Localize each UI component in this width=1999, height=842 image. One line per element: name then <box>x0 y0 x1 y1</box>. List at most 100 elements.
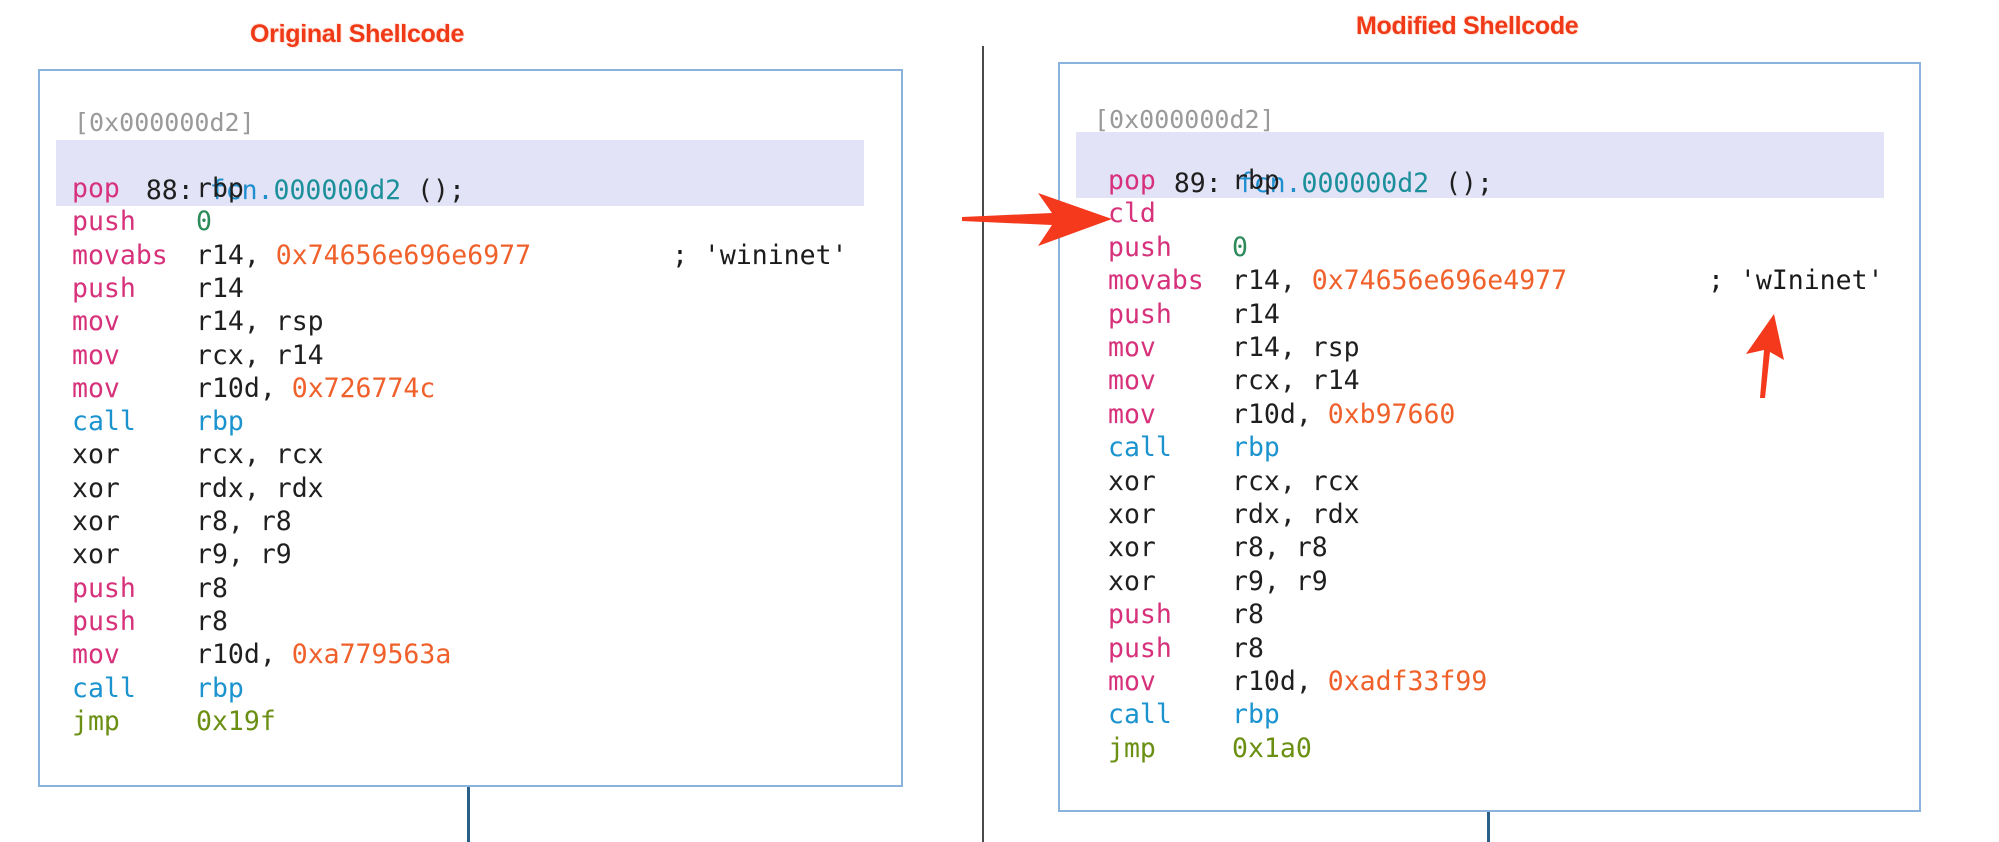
instruction-operands: r9, r9 <box>196 538 292 572</box>
instruction-operands: r8 <box>196 572 228 606</box>
instruction-mnemonic: xor <box>1108 532 1156 564</box>
operand-token: 0x1a0 <box>1232 732 1312 764</box>
instruction-mnemonic: push <box>1108 599 1172 631</box>
operand-token: rbp <box>196 406 244 438</box>
instruction-mnemonic: mov <box>1108 332 1156 363</box>
instruction-mnemonic: call <box>72 406 136 438</box>
instruction-mnemonic: call <box>1108 699 1172 731</box>
operand-token: 0xadf33f99 <box>1327 666 1488 697</box>
function-highlight <box>1076 132 1884 198</box>
arrow-shape <box>1746 314 1784 398</box>
instruction-comment: ; 'wIninet' <box>1708 265 1884 297</box>
instruction-mnemonic: push <box>72 272 136 304</box>
function-suffix: (); <box>1429 168 1493 199</box>
operand-token: rbp <box>196 672 244 704</box>
node-edge-down <box>1487 812 1490 842</box>
instruction-mnemonic: cld <box>1108 198 1156 230</box>
instruction-operands: rbp <box>196 672 244 706</box>
operand-token: r14, <box>196 239 276 271</box>
function-suffix: (); <box>401 175 465 206</box>
instruction-operands: rbp <box>1232 164 1280 198</box>
instruction-operands: r10d, 0x726774c <box>196 372 435 406</box>
function-highlight <box>56 140 864 206</box>
operand-token: r8, r8 <box>1232 532 1328 564</box>
instruction-operands: rbp <box>1232 698 1280 732</box>
modified-shellcode-title: Modified Shellcode <box>1356 12 1579 40</box>
instruction-mnemonic: pop <box>1108 165 1156 196</box>
instruction-mnemonic: push <box>72 572 136 604</box>
instruction-mnemonic: xor <box>72 539 120 571</box>
operand-token: rcx, rcx <box>196 439 324 471</box>
operand-token: rbp <box>196 173 244 204</box>
node-address: [0x000000d2] <box>1094 105 1275 134</box>
instruction-operands: r8, r8 <box>196 505 292 539</box>
instruction-operands: 0x19f <box>196 705 276 739</box>
instruction-operands: r14, rsp <box>1232 331 1360 365</box>
original-disasm-node[interactable]: [0x000000d2] 88: fcn.000000d2 (); pop rbp… <box>38 69 903 787</box>
operand-token: r14, <box>1232 265 1312 297</box>
operand-token: 0x726774c <box>291 372 436 404</box>
operand-token: r14 <box>196 272 244 304</box>
function-name-prefix: fcn. <box>1237 168 1302 199</box>
instruction-mnemonic: mov <box>1108 666 1156 697</box>
operand-token: rbp <box>1232 699 1280 731</box>
instruction-comment: ; 'wininet' <box>672 239 848 271</box>
instruction-mnemonic: pop <box>72 173 120 204</box>
instruction-mnemonic: xor <box>1108 499 1156 530</box>
instruction-mnemonic: xor <box>1108 465 1156 497</box>
operand-token: r14, rsp <box>1232 332 1360 363</box>
instruction-operands: rdx, rdx <box>1232 498 1360 532</box>
operand-token: r14 <box>1232 298 1280 330</box>
function-name-prefix: fcn. <box>209 175 274 206</box>
operand-token: rbp <box>1232 432 1280 464</box>
arrow-to-cld <box>962 193 1112 246</box>
node-address: [0x000000d2] <box>74 108 255 137</box>
operand-token: 0x19f <box>196 705 276 737</box>
instruction-mnemonic: movabs <box>1108 265 1204 297</box>
function-name-addr: 000000d2 <box>1301 168 1430 199</box>
arrow-shape <box>962 193 1112 246</box>
operand-token: rcx, r14 <box>196 339 324 371</box>
instruction-operands: rbp <box>1232 431 1280 465</box>
instruction-mnemonic: push <box>1108 231 1172 263</box>
instruction-mnemonic: mov <box>72 639 120 671</box>
instruction-operands: r10d, 0xb97660 <box>1232 398 1455 432</box>
instruction-operands: r10d, 0xa779563a <box>196 638 451 672</box>
instruction-mnemonic: xor <box>72 472 120 504</box>
instruction-operands: rbp <box>196 405 244 439</box>
function-signature[interactable]: 88: fcn.000000d2 (); <box>82 140 465 206</box>
instruction-operands: r9, r9 <box>1232 565 1328 599</box>
instruction-mnemonic: call <box>1108 432 1172 464</box>
instruction-operands: r14, 0x74656e696e6977 <box>196 239 531 273</box>
operand-token: 0xa779563a <box>291 639 452 671</box>
instruction-operands: r8 <box>1232 632 1264 666</box>
instruction-mnemonic: call <box>72 672 136 704</box>
instruction-mnemonic: xor <box>72 439 120 471</box>
operand-token: rdx, rdx <box>1232 499 1360 530</box>
operand-token: rdx, rdx <box>196 472 324 504</box>
operand-token: 0 <box>1232 231 1248 263</box>
operand-token: r10d, <box>1232 398 1328 430</box>
instruction-operands: r14 <box>1232 298 1280 332</box>
instruction-operands: rbp <box>196 172 244 206</box>
instruction-operands: 0 <box>196 205 212 239</box>
operand-token: 0x74656e696e4977 <box>1311 265 1568 297</box>
instruction-mnemonic: mov <box>72 306 120 338</box>
instruction-operands: r14 <box>196 272 244 306</box>
function-signature[interactable]: 89: fcn.000000d2 (); <box>1110 133 1493 199</box>
function-index: 89: <box>1173 168 1222 199</box>
instruction-mnemonic: push <box>1108 632 1172 664</box>
instruction-operands: rcx, r14 <box>196 339 324 373</box>
operand-token: rcx, r14 <box>1232 365 1360 397</box>
instruction-operands: 0x1a0 <box>1232 732 1312 766</box>
instruction-operands: rdx, rdx <box>196 472 324 506</box>
operand-token: r8 <box>1232 599 1264 631</box>
modified-disasm-node[interactable]: [0x000000d2] 89: fcn.000000d2 (); pop rbp… <box>1058 62 1921 812</box>
operand-token: r10d, <box>196 372 292 404</box>
operand-token: rbp <box>1232 165 1280 196</box>
instruction-operands: rcx, rcx <box>1232 465 1360 499</box>
instruction-operands: r8 <box>196 605 228 639</box>
instruction-mnemonic: jmp <box>72 705 120 737</box>
original-shellcode-title: Original Shellcode <box>250 20 465 48</box>
instruction-operands: r8 <box>1232 598 1264 632</box>
